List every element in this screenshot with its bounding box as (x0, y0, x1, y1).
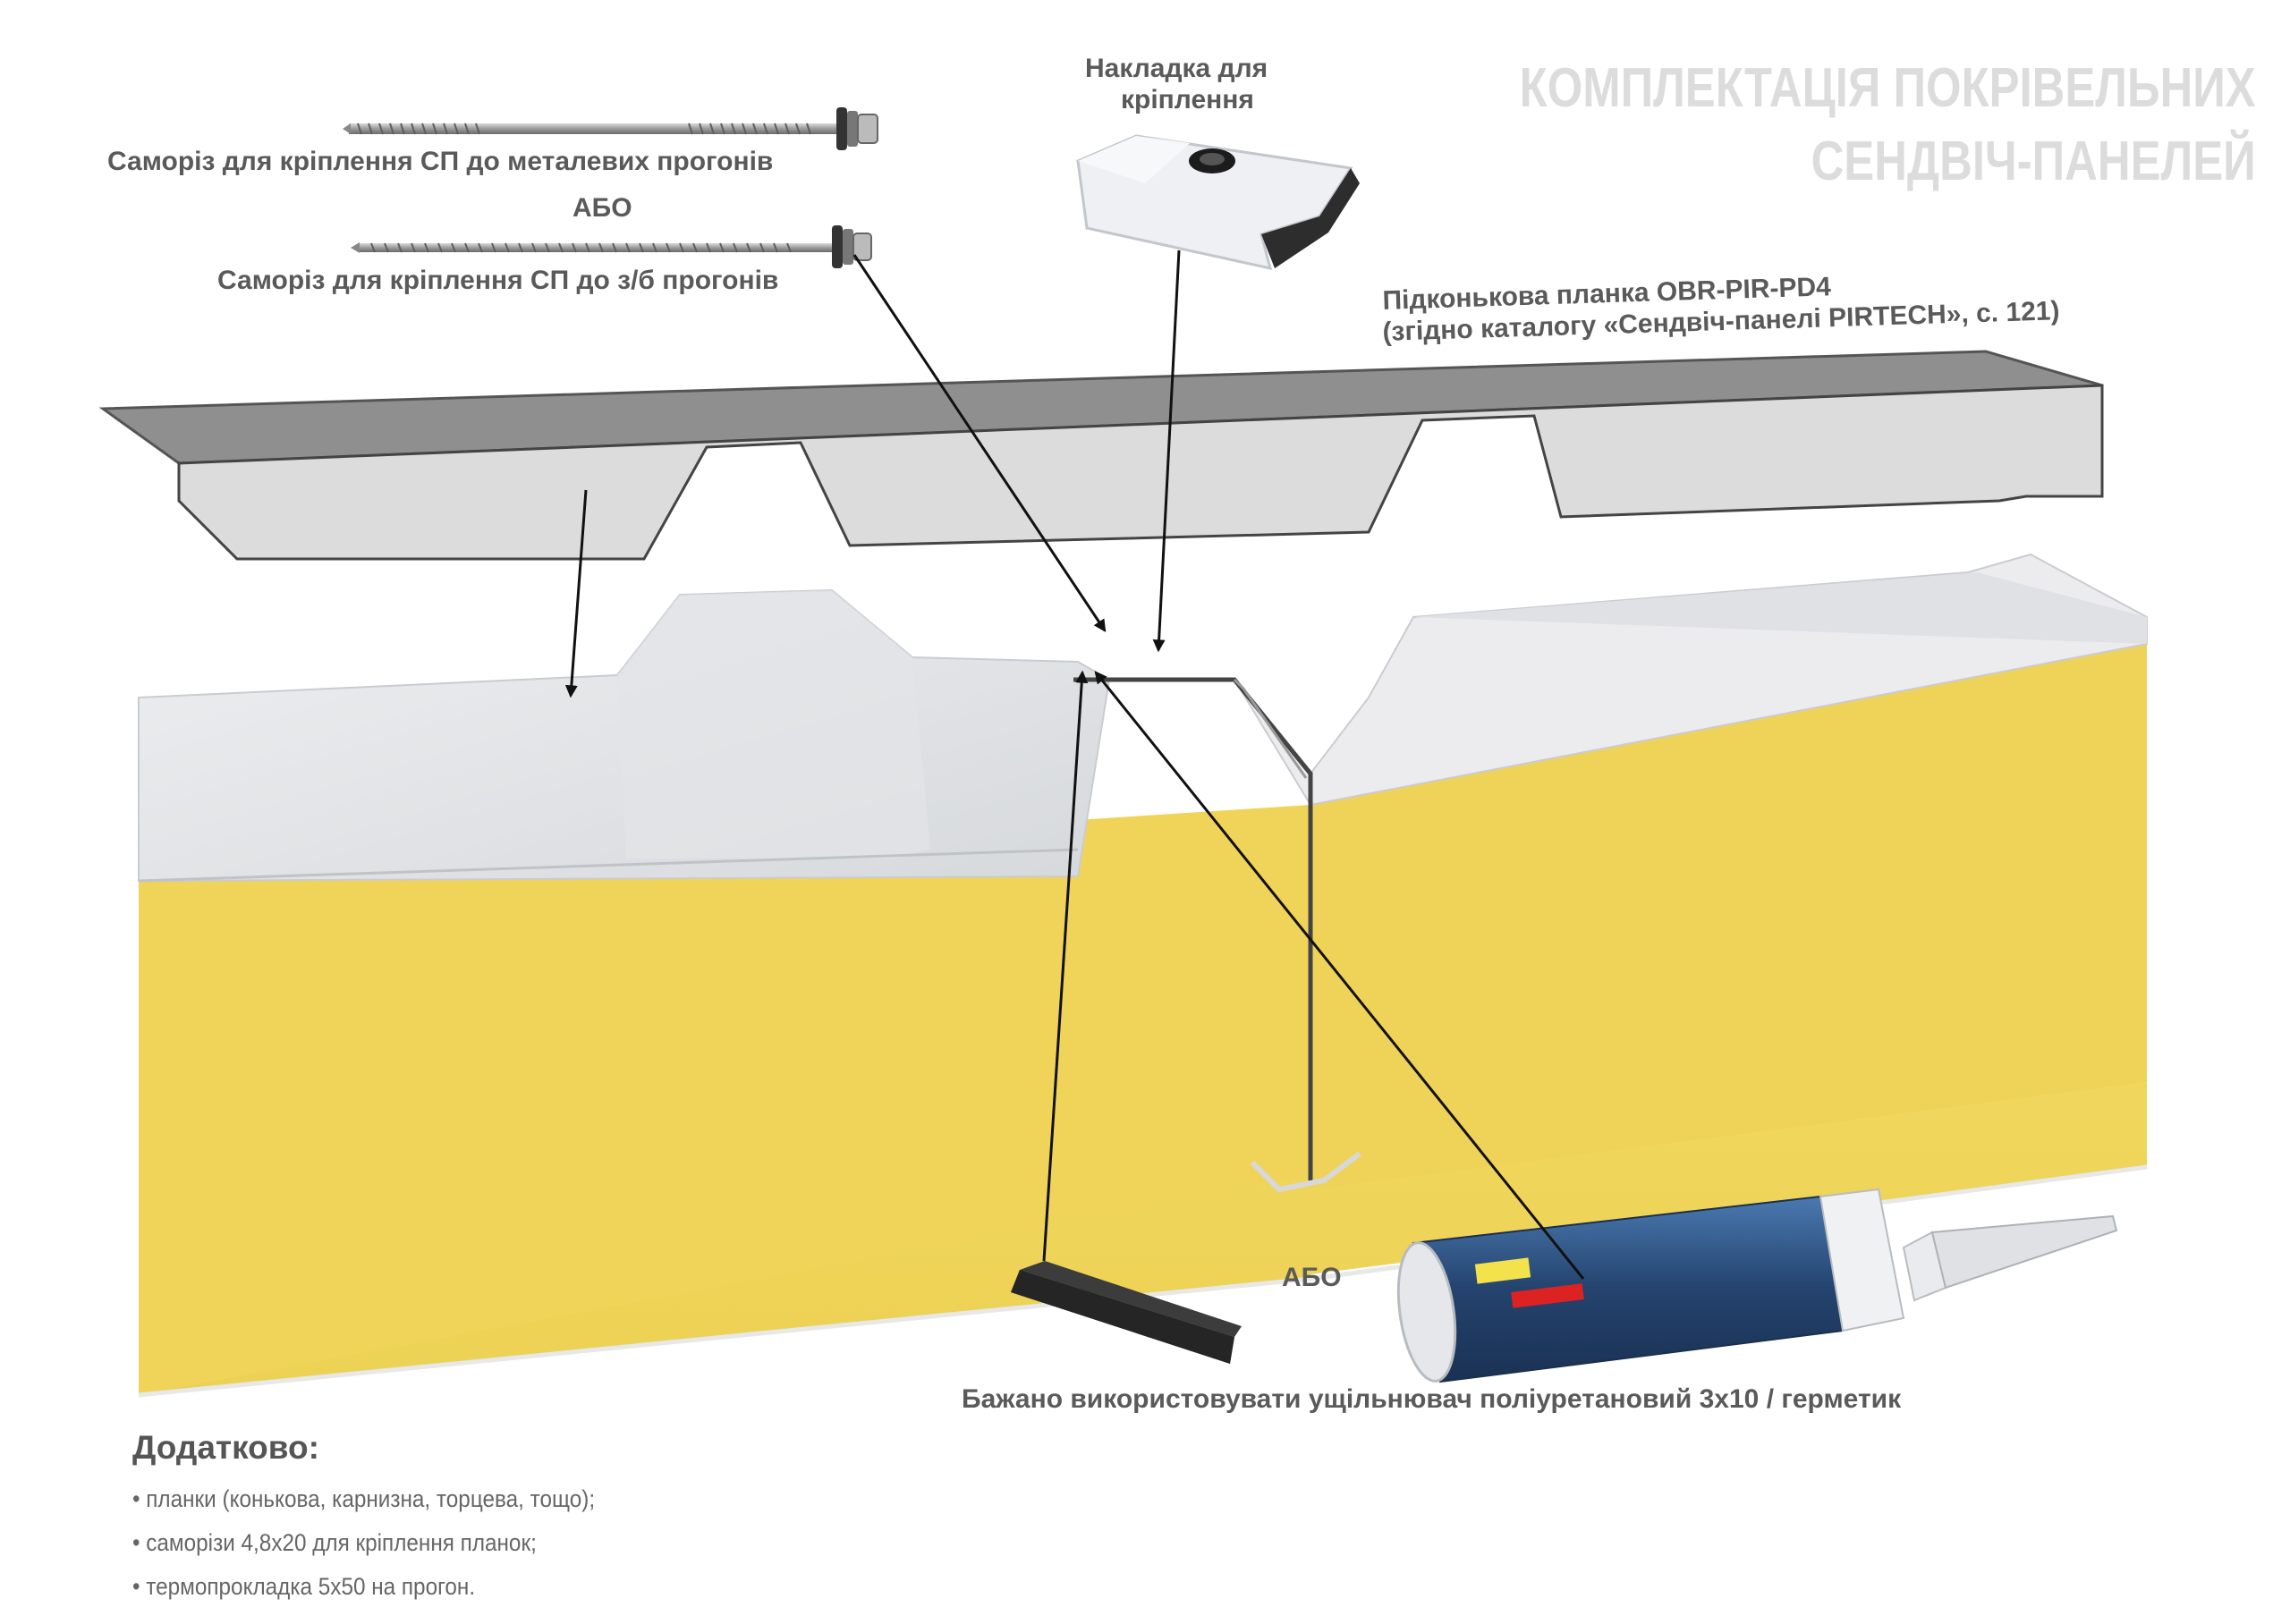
arrow-screw-to-ridge (852, 254, 1107, 632)
title-line-2: СЕНДВІЧ-ПАНЕЛЕЙ (1811, 131, 2256, 192)
screw-metal (343, 107, 878, 150)
arrow-flashing-to-panel (564, 489, 588, 698)
label-screw-metal: Саморіз для кріплення СП до металевих пр… (107, 147, 774, 176)
sandwich-panel (138, 553, 2148, 1398)
arrow-sealant-to-ridge (1094, 671, 1585, 1280)
label-screw-concrete: Саморіз для кріплення СП до з/б прогонів (217, 266, 779, 295)
page-title: КОМПЛЕКТАЦІЯ ПОКРІВЕЛЬНИХ СЕНДВІЧ-ПАНЕЛЕ… (1520, 52, 2256, 199)
additional-heading: Додатково: (132, 1429, 319, 1466)
list-item: планки (конькова, карнизна, торцева, тощ… (132, 1477, 595, 1521)
arrow-overlay-to-ridge (1152, 250, 1181, 653)
label-sealant: Бажано використовувати ущільнювач поліур… (962, 1384, 1902, 1414)
foam-core-front (139, 805, 1310, 1395)
additional-list: планки (конькова, карнизна, торцева, тощ… (132, 1477, 647, 1609)
screw-concrete (351, 225, 872, 268)
pointer-arrows (564, 250, 1585, 1280)
seal-strip (1011, 1261, 1242, 1364)
label-or-bottom: АБО (1282, 1263, 1342, 1292)
ridge-flashing (98, 350, 2104, 561)
label-or-top: АБО (572, 193, 632, 223)
title-line-1: КОМПЛЕКТАЦІЯ ПОКРІВЕЛЬНИХ (1520, 57, 2256, 119)
sealant-tube (1396, 1188, 2118, 1383)
list-item: термопрокладка 5х50 на прогон. (132, 1565, 595, 1609)
panel-joint (1073, 677, 1313, 1180)
label-overlay-line-2: кріплення (1121, 85, 1254, 114)
foam-core-right (1310, 644, 2147, 1189)
flashing-profile (177, 384, 2104, 561)
arrow-strip-to-ridge (1042, 670, 1089, 1262)
fixing-overlay (1076, 134, 1360, 270)
additional-notes: Додатково: планки (конькова, карнизна, т… (132, 1429, 647, 1609)
list-item: саморізи 4,8х20 для кріплення планок; (132, 1521, 595, 1565)
label-overlay-line-1: Накладка для (1085, 54, 1268, 83)
